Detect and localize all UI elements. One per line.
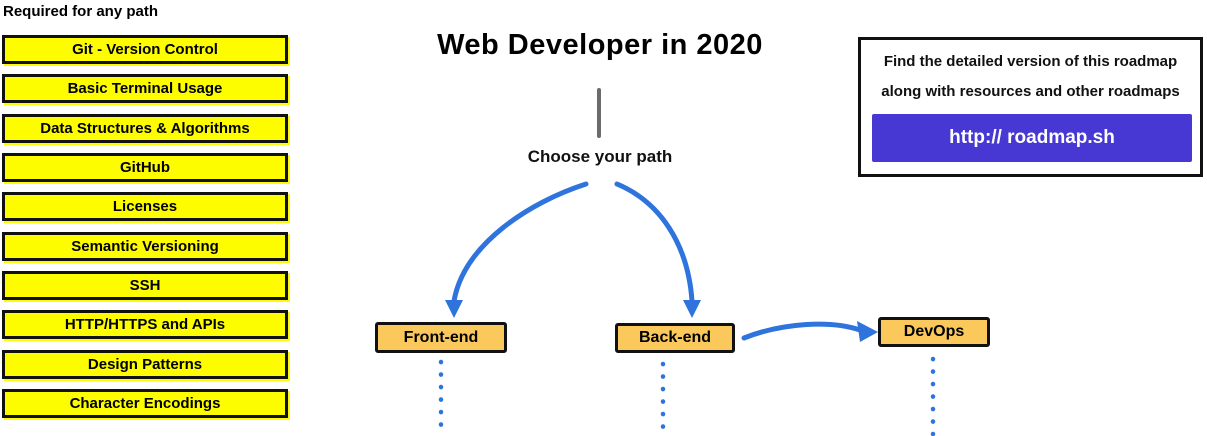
arrow-to-frontend — [451, 181, 589, 304]
arrow-backend-to-devops — [741, 321, 863, 341]
topic-box-design-patterns[interactable]: Design Patterns — [2, 350, 288, 379]
left-panel-heading: Required for any path — [3, 3, 159, 20]
choose-path-label: Choose your path — [527, 147, 673, 166]
page-title: Web Developer in 2020 — [437, 29, 763, 61]
topic-box-github[interactable]: GitHub — [2, 153, 288, 182]
arrowhead-devops — [857, 321, 878, 342]
topic-box-http-apis[interactable]: HTTP/HTTPS and APIs — [2, 310, 288, 339]
arrowhead-frontend — [445, 300, 463, 318]
info-line-1: Find the detailed version of this roadma… — [883, 53, 1178, 70]
arrowhead-backend — [683, 300, 701, 318]
roadmap-url-button[interactable]: http:// roadmap.sh — [872, 114, 1192, 162]
topic-box-semver[interactable]: Semantic Versioning — [2, 232, 288, 261]
path-box-devops[interactable]: DevOps — [878, 317, 990, 347]
topic-box-terminal[interactable]: Basic Terminal Usage — [2, 74, 288, 103]
path-box-backend[interactable]: Back-end — [615, 323, 735, 353]
topic-box-ssh[interactable]: SSH — [2, 271, 288, 300]
title-connector-line — [597, 88, 601, 138]
topic-box-dsa[interactable]: Data Structures & Algorithms — [2, 114, 288, 143]
topic-box-licenses[interactable]: Licenses — [2, 192, 288, 221]
topic-box-git[interactable]: Git - Version Control — [2, 35, 288, 64]
path-box-frontend[interactable]: Front-end — [375, 322, 507, 353]
topic-box-encodings[interactable]: Character Encodings — [2, 389, 288, 418]
arrow-to-backend — [614, 181, 695, 304]
info-line-2: along with resources and other roadmaps — [881, 83, 1180, 100]
info-box: Find the detailed version of this roadma… — [858, 37, 1203, 177]
